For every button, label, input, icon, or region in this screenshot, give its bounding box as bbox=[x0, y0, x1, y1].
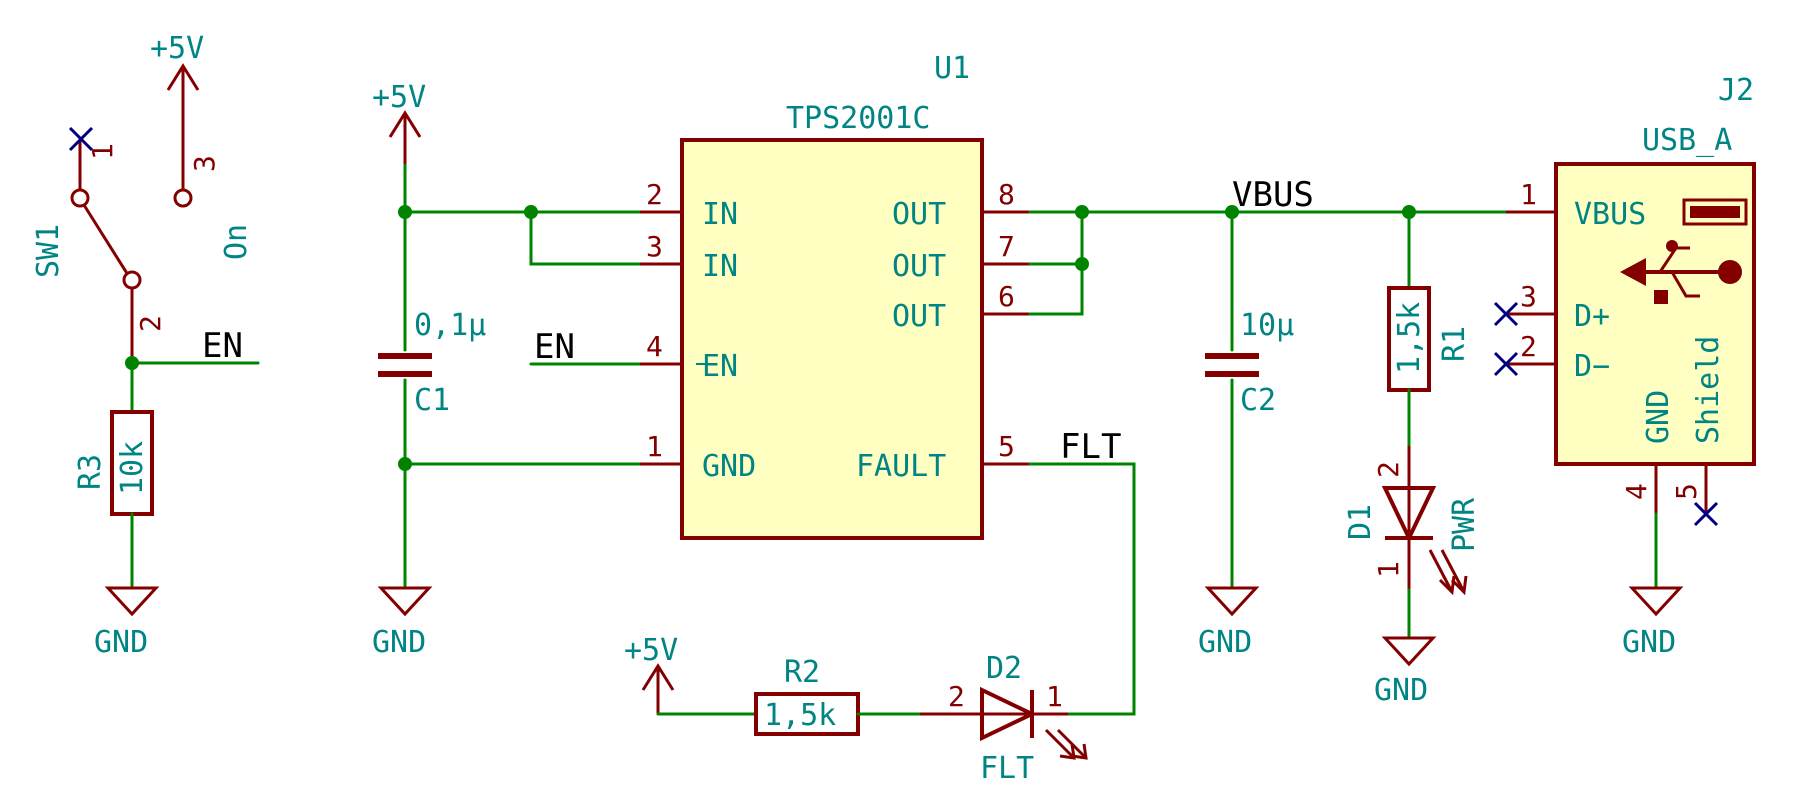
c2-value: 10µ bbox=[1240, 308, 1294, 343]
j2-pin-dm-name: D− bbox=[1574, 349, 1610, 384]
d1-pin1-number: 1 bbox=[1372, 561, 1405, 578]
j2-value: USB_A bbox=[1642, 123, 1732, 158]
j2-connector: J2 USB_A 1 3 2 VBUS D+ D− GND Shield 4 5 bbox=[1506, 73, 1756, 514]
gnd-label: GND bbox=[1622, 625, 1676, 660]
d2-ref: D2 bbox=[986, 651, 1022, 686]
u1-pin-in-b-number: 3 bbox=[646, 230, 663, 263]
j2-pin-gnd-number: 4 bbox=[1620, 483, 1653, 500]
r1-resistor: 1,5k R1 bbox=[1387, 286, 1472, 392]
c1-value: 0,1µ bbox=[414, 308, 486, 343]
u1-pin-out-c-number: 6 bbox=[998, 280, 1015, 313]
r2-resistor: 1,5k R2 bbox=[754, 655, 860, 736]
r2-ref: R2 bbox=[784, 655, 820, 690]
u1-pin-out-b-number: 7 bbox=[998, 230, 1015, 263]
r3-resistor: 10k R3 bbox=[73, 410, 154, 516]
junction-dot bbox=[398, 457, 412, 471]
power-5v-label: +5V bbox=[150, 31, 204, 66]
gnd-label: GND bbox=[1198, 625, 1252, 660]
j2-noconnect-dm bbox=[1493, 351, 1519, 377]
power-5v-symbol-c1: +5V bbox=[372, 80, 426, 165]
usb-socket-icon bbox=[1682, 198, 1748, 226]
j2-noconnect-dp bbox=[1493, 301, 1519, 327]
j2-pin-vbus-name: VBUS bbox=[1574, 197, 1646, 232]
gnd-label: GND bbox=[94, 625, 148, 660]
power-5v-label: +5V bbox=[624, 633, 678, 668]
usb-trident-icon bbox=[1620, 240, 1742, 304]
u1-ic: U1 TPS2001C 2 3 4 1 IN IN EN GND 8 7 6 5… bbox=[640, 51, 1030, 540]
u1-pin-en-number: 4 bbox=[646, 330, 663, 363]
net-flt-wire bbox=[1028, 462, 1136, 716]
u1-pin-out-b-name: OUT bbox=[892, 249, 946, 284]
d2-pin2-number: 2 bbox=[948, 680, 965, 713]
junction-dot bbox=[1075, 205, 1089, 219]
sw1-noconnect-marker bbox=[68, 126, 94, 152]
gnd-symbol-r3: GND bbox=[94, 586, 160, 660]
u1-pin-in-a-name: IN bbox=[702, 197, 738, 232]
gnd-symbol-j2: GND bbox=[1622, 586, 1684, 660]
sw1-switch: 1 2 3 SW1 On bbox=[31, 115, 254, 363]
d2-pin1-number: 1 bbox=[1046, 680, 1063, 713]
sw1-pin3-number: 3 bbox=[188, 155, 221, 172]
j2-pin-vbus-number: 1 bbox=[1520, 178, 1537, 211]
net-label-vbus: VBUS bbox=[1232, 175, 1314, 215]
r1-ref: R1 bbox=[1437, 326, 1472, 362]
c1-ref: C1 bbox=[414, 383, 450, 418]
power-5v-symbol-r2: +5V bbox=[624, 633, 678, 714]
d1-value: PWR bbox=[1447, 497, 1482, 552]
u1-pin-in-a-number: 2 bbox=[646, 178, 663, 211]
u1-ref: U1 bbox=[934, 51, 970, 86]
u1-pin-out-a-name: OUT bbox=[892, 197, 946, 232]
r3-value: 10k bbox=[115, 441, 150, 495]
sw1-pin1-number: 1 bbox=[86, 143, 119, 160]
j2-pin-shield-name: Shield bbox=[1691, 336, 1726, 444]
j2-pin-shield-number: 5 bbox=[1670, 483, 1703, 500]
j2-pin-gnd-name: GND bbox=[1641, 390, 1676, 444]
power-5v-symbol-sw1: +5V bbox=[150, 31, 204, 115]
d2-value: FLT bbox=[980, 751, 1034, 786]
j2-pin-dp-name: D+ bbox=[1574, 299, 1610, 334]
r3-ref: R3 bbox=[73, 454, 108, 490]
net-label-en-u1: EN bbox=[534, 327, 575, 367]
gnd-label: GND bbox=[1374, 673, 1428, 708]
c1-capacitor: 0,1µ C1 bbox=[378, 308, 486, 418]
sw1-ref: SW1 bbox=[31, 224, 66, 278]
net-label-flt: FLT bbox=[1060, 427, 1121, 467]
gnd-label: GND bbox=[372, 625, 426, 660]
d1-ref: D1 bbox=[1343, 504, 1378, 540]
u1-pin-fault-number: 5 bbox=[998, 430, 1015, 463]
u1-pin-out-a-number: 8 bbox=[998, 178, 1015, 211]
sw1-pin2-number: 2 bbox=[134, 315, 167, 332]
r1-value: 1,5k bbox=[1392, 302, 1427, 374]
d2-led: 2 1 D2 FLT bbox=[920, 651, 1088, 786]
r2-value: 1,5k bbox=[764, 698, 836, 733]
gnd-symbol-c2: GND bbox=[1198, 586, 1260, 660]
sw1-value: On bbox=[219, 224, 254, 260]
u1-pin-gnd-name: GND bbox=[702, 449, 756, 484]
j2-pin-dp-number: 3 bbox=[1520, 280, 1537, 313]
j2-noconnect-shield bbox=[1693, 501, 1719, 527]
power-5v-label: +5V bbox=[372, 80, 426, 115]
u1-pin-gnd-number: 1 bbox=[646, 430, 663, 463]
c2-capacitor: 10µ C2 bbox=[1205, 308, 1294, 418]
junction-dot bbox=[398, 205, 412, 219]
wire bbox=[529, 210, 642, 266]
u1-pin-fault-name: FAULT bbox=[856, 449, 946, 484]
d1-led: 2 1 D1 PWR bbox=[1343, 446, 1482, 596]
u1-pin-en-name: EN bbox=[702, 349, 738, 384]
gnd-symbol-c1: GND bbox=[372, 586, 433, 660]
j2-ref: J2 bbox=[1718, 73, 1754, 108]
u1-value: TPS2001C bbox=[786, 101, 931, 136]
u1-pin-out-c-name: OUT bbox=[892, 299, 946, 334]
net-label-en-left: EN bbox=[202, 326, 243, 366]
wire bbox=[1028, 210, 1084, 316]
c2-ref: C2 bbox=[1240, 383, 1276, 418]
gnd-symbol-d1: GND bbox=[1374, 636, 1437, 708]
junction-dot bbox=[1075, 257, 1089, 271]
u1-pin-in-b-name: IN bbox=[702, 249, 738, 284]
d1-pin2-number: 2 bbox=[1372, 461, 1405, 478]
j2-pin-dm-number: 2 bbox=[1520, 330, 1537, 363]
